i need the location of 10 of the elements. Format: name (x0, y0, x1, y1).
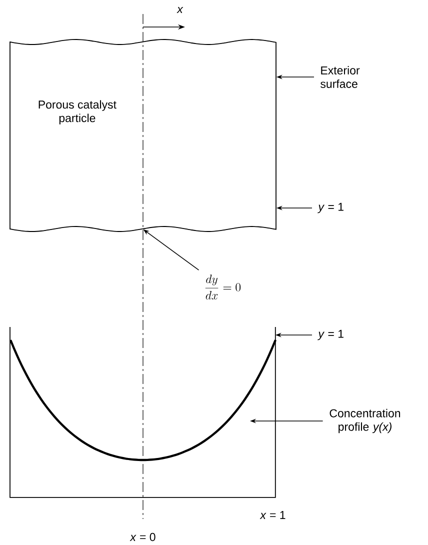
axis-label: x = 0 (130, 532, 156, 542)
callout-text: Exterior surface (320, 66, 360, 88)
callout-text: y = 1 (318, 330, 344, 340)
callout-formula: $\frac{dy}{dx} = 0$ (205, 274, 241, 300)
axis-label: x = 1 (260, 511, 286, 519)
catalyst-slab: Porous catalyst particle (10, 39, 276, 232)
axis-label: x (176, 6, 184, 14)
callout-text: y = 1 (318, 202, 344, 214)
callout-text: Concentration profile y(x) (330, 408, 400, 434)
plot-frame (10, 326, 276, 498)
